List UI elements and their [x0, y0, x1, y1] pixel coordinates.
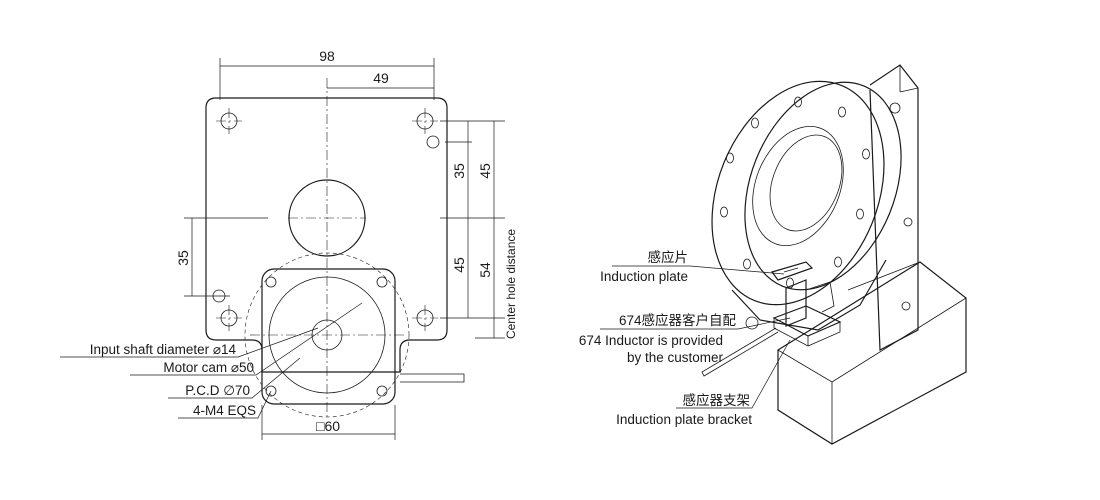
- dim-35-left: 35: [175, 250, 191, 266]
- induction-plate: [771, 261, 814, 281]
- dim-98-line: [219, 58, 435, 100]
- rear-bracket: [869, 64, 919, 351]
- leader-inductor: [600, 317, 791, 330]
- center-bore-inner: [769, 134, 843, 232]
- leader-screws: [178, 390, 272, 419]
- dim-54: 54: [477, 262, 493, 278]
- dim-60: □60: [316, 418, 340, 434]
- dim-35-left-line: [184, 217, 268, 297]
- dim-54-line: [475, 218, 505, 339]
- flange-front: [711, 80, 885, 306]
- label-induction-plate-cn: 感应片: [648, 249, 689, 265]
- dim-98: 98: [319, 48, 335, 64]
- isometric-view: 感应片 Induction plate 674感应器客户自配 674 Induc…: [579, 64, 967, 445]
- leader-pcd: [168, 357, 301, 399]
- leader-plate: [612, 265, 785, 275]
- hole-right-mid: [426, 135, 440, 149]
- flange-back: [744, 81, 902, 291]
- leader-bracket: [676, 339, 791, 409]
- motor-screw-holes: [265, 276, 388, 397]
- front-view: 98 49 35 45 45 54 Center hole distance 3…: [60, 48, 518, 440]
- label-bracket-cn: 感应器支架: [683, 392, 751, 408]
- housing: [731, 259, 887, 331]
- dim-ext-lines: [440, 120, 505, 319]
- dim-49: 49: [373, 70, 389, 86]
- label-inductor-cn: 674感应器客户自配: [619, 312, 737, 328]
- callout-screws: 4-M4 EQS: [193, 403, 256, 418]
- cable: [400, 373, 465, 383]
- dim-35-upper: 35: [451, 163, 467, 179]
- plate-holes: [212, 108, 440, 331]
- label-bracket-en: Induction plate bracket: [616, 412, 752, 427]
- callout-motor-cam: Motor cam ⌀50: [163, 360, 254, 375]
- sensor-cable: [701, 327, 779, 377]
- flange-bolt-holes: [720, 96, 870, 289]
- dim-45-lower: 45: [451, 257, 467, 273]
- motor-flange: [261, 268, 396, 405]
- label-induction-plate-en: Induction plate: [600, 269, 688, 284]
- leader-cam: [130, 302, 363, 376]
- callout-shaft-diameter: Input shaft diameter ⌀14: [90, 342, 237, 357]
- callout-pcd: P.C.D ∅70: [185, 383, 250, 398]
- leader-shaft: [60, 327, 319, 358]
- center-hole-distance-note: Center hole distance: [504, 229, 518, 339]
- dim-60-line: [261, 405, 396, 440]
- dim-45-upper: 45: [477, 163, 493, 179]
- label-inductor-en-2: by the customer: [627, 350, 724, 365]
- center-bore-outer: [752, 126, 844, 246]
- label-inductor-en-1: 674 Inductor is provided: [579, 333, 723, 348]
- plate-outline: [205, 97, 448, 373]
